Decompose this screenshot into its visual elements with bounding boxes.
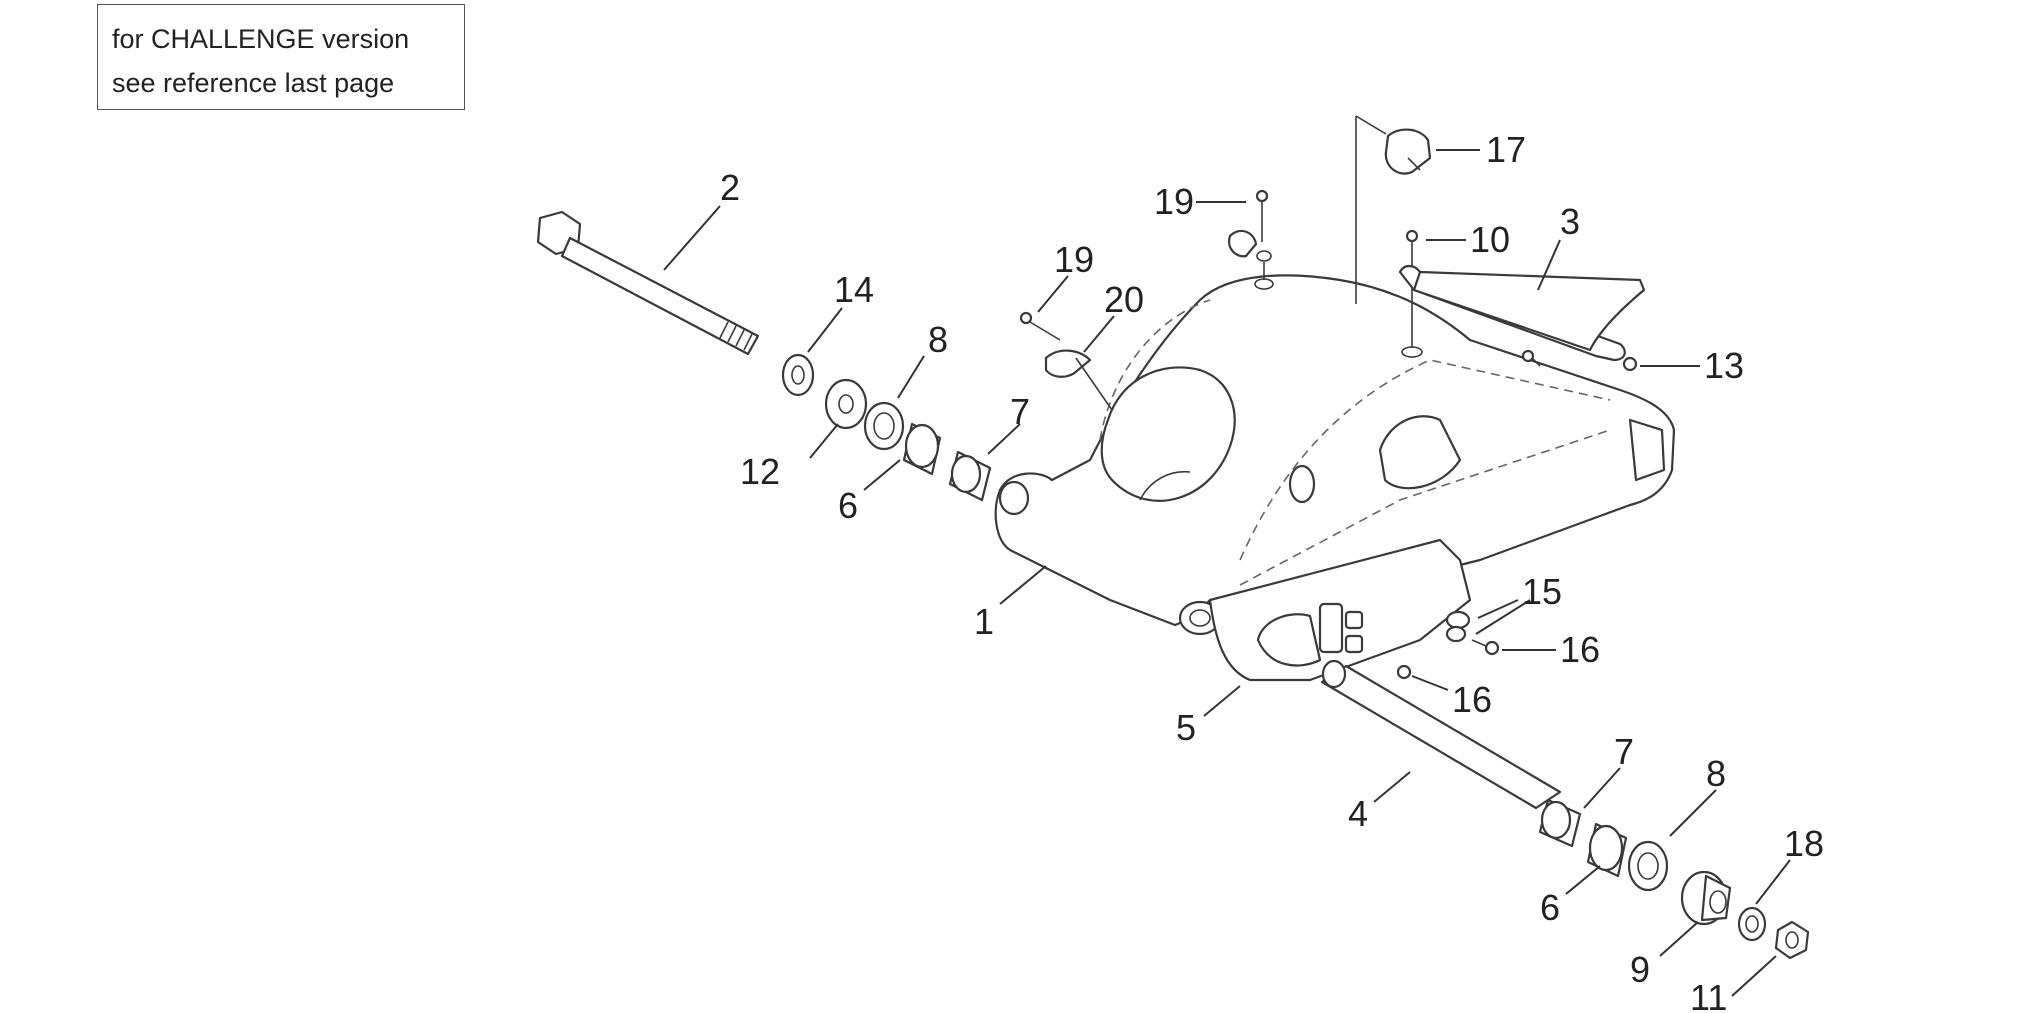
nut-11 — [1774, 920, 1810, 960]
screw-19-right — [1228, 189, 1274, 290]
bushing-7-upper — [948, 450, 992, 502]
callout-13: 13 — [1704, 345, 1744, 386]
callout-5: 5 — [1176, 707, 1196, 748]
seal-8-upper — [863, 401, 905, 451]
swingarm — [994, 274, 1676, 650]
spacer-12 — [824, 378, 868, 430]
bearing-6-upper — [902, 422, 942, 476]
pivot-bolt — [536, 210, 760, 356]
callout-labels: 1 2 3 4 5 6 6 7 7 8 8 9 10 11 12 13 14 1… — [720, 129, 1824, 1013]
callout-1: 1 — [974, 601, 994, 642]
reference-note-box: for CHALLENGE version see reference last… — [97, 4, 465, 110]
callout-11: 11 — [1690, 977, 1727, 1013]
callout-19-left: 19 — [1054, 239, 1094, 280]
callout-6-lower: 6 — [1540, 887, 1560, 928]
callout-7-upper: 7 — [1010, 391, 1030, 432]
callout-17: 17 — [1486, 129, 1526, 170]
callout-7-lower: 7 — [1614, 731, 1634, 772]
screw-16-right — [1471, 639, 1500, 656]
callout-16-lower: 16 — [1452, 679, 1492, 720]
callout-10: 10 — [1470, 219, 1510, 260]
callout-20: 20 — [1104, 279, 1144, 320]
clip-20 — [1044, 349, 1113, 411]
callout-3: 3 — [1560, 201, 1580, 242]
callout-15: 15 — [1522, 571, 1562, 612]
bracket-17 — [1355, 115, 1432, 304]
bushing-7-lower — [1538, 798, 1582, 848]
callout-4: 4 — [1348, 793, 1368, 834]
callout-16-right: 16 — [1560, 629, 1600, 670]
chain-slider-bracket — [1208, 538, 1472, 682]
callout-2: 2 — [720, 167, 740, 208]
callout-12: 12 — [740, 451, 780, 492]
lower-pivot-tube — [1320, 659, 1562, 810]
callout-19-upper: 19 — [1154, 181, 1194, 222]
threaded-sleeve-9 — [1680, 870, 1732, 926]
screw-19-left — [1019, 311, 1061, 341]
callout-8-lower: 8 — [1706, 753, 1726, 794]
callout-9: 9 — [1630, 949, 1650, 990]
washer-14 — [781, 353, 815, 397]
callout-14: 14 — [834, 269, 874, 310]
seal-8-lower — [1627, 840, 1669, 892]
screw-10 — [1401, 229, 1423, 358]
screw-16-lower — [1396, 664, 1412, 680]
bearing-6-lower — [1586, 822, 1628, 878]
note-line-1: for CHALLENGE version — [112, 24, 410, 54]
callout-18: 18 — [1784, 823, 1824, 864]
callout-8-upper: 8 — [928, 319, 948, 360]
callout-6-upper: 6 — [838, 485, 858, 526]
note-line-2: see reference last page — [112, 68, 395, 98]
leader-lines — [663, 149, 1791, 997]
washer-15 — [1445, 610, 1471, 643]
washer-18 — [1737, 906, 1767, 942]
chain-guard-3 — [1398, 264, 1646, 372]
